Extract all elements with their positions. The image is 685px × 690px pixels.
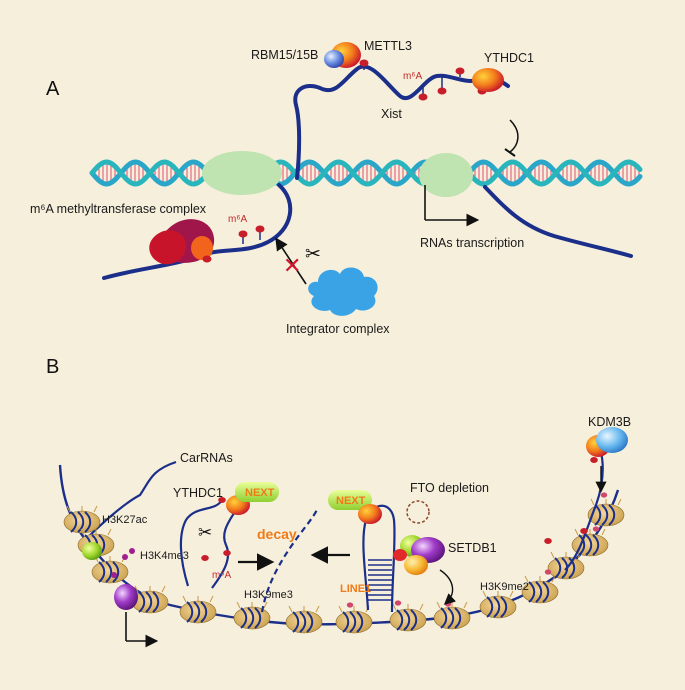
histone-mark [444,601,452,607]
transcription-protein [114,584,138,610]
m6a-marks-xist [359,59,487,101]
kdm3b-label: KDM3B [588,415,631,429]
nucleosome [571,528,609,557]
integrator-label: Integrator complex [286,322,390,336]
scissors-icon: ✂ [305,243,321,265]
mettl3-label: METTL3 [364,39,412,53]
setdb1-complex [393,535,445,575]
m6a-marks-left [202,225,265,263]
polymerase-right [419,153,473,197]
panel-b-label: B [46,356,59,378]
dna-helix [89,159,643,187]
line1-label: LINE1 [340,583,371,595]
h3k9me2-label: H3K9me2 [480,581,529,593]
m6a-label-top: m⁶A [403,71,422,82]
carrna-strand [79,460,177,546]
nucleosome-group [63,492,625,634]
block-cross-icon: ✕ [283,254,301,279]
nucleosome [433,601,471,630]
next-box-left [235,482,279,502]
nucleosome [179,595,217,624]
kdm3b-protein-blue [596,427,628,453]
next-protein-mid [358,504,382,524]
next-label-left: NEXT [245,487,275,499]
decay-label: decay [257,526,297,542]
m6a-label-b: m⁶A [212,570,231,581]
inhibition-arrow [509,119,519,153]
histone-mark [600,492,608,498]
h3k27ac-label: H3K27ac [102,514,148,526]
carrnas-label: CarRNAs [180,451,233,465]
nucleosome [91,555,129,584]
integrator-cloud [308,267,378,316]
nucleosome [233,601,271,630]
nucleosome [389,603,427,632]
ythdc1-label-b: YTHDC1 [173,486,223,500]
ythdc1-label-a: YTHDC1 [484,51,534,65]
setdb1-label: SETDB1 [448,541,497,555]
rnas-transcription-label: RNAs transcription [420,236,524,250]
histone-mark [592,526,600,532]
rbm15-label: RBM15/15B [251,48,318,62]
nascent-rna-right [483,185,633,258]
nucleosome [131,585,169,614]
ythdc1-protein-a [472,68,504,92]
nucleosome [547,551,585,580]
h3k27ac-reader-protein [82,542,102,560]
h3k4me3-marks [111,548,135,578]
histone-mark [394,600,402,606]
carrna-ythdc1-strand [179,499,223,587]
next-box-mid [328,490,372,510]
transcription-arrow [424,185,480,227]
nucleosome [521,575,559,604]
next-label-mid: NEXT [336,495,366,507]
rbm15-mettl3-complex [324,42,361,68]
fto-depletion-label: FTO depletion [410,481,489,495]
carrna-ythdc1-strand-2 [211,509,237,589]
histone-mark [346,602,354,608]
nucleosome [63,505,101,534]
h3k4me3-label: H3K4me3 [140,550,189,562]
m6a-marks-right [544,457,598,544]
nascent-rna-left [102,183,293,280]
panel-a-label: A [46,78,60,100]
xist-label: Xist [381,107,402,121]
nucleosome [587,498,625,527]
m6a-label-left: m⁶A [228,214,247,225]
methyltransferase-label: m⁶A methyltransferase complex [30,202,207,216]
m6a-marks-b [201,497,231,561]
methyltransferase-complex [149,219,215,265]
nucleosome [479,590,517,619]
setdb1-arrow [439,569,456,605]
degraded-rna-dashed [260,507,319,613]
fto-depletion-icon [406,500,430,524]
line1-stem-rungs [368,559,392,601]
h3k9me3-label: H3K9me3 [244,589,293,601]
histone-mark [544,569,552,575]
polymerase-left [202,151,282,195]
line1-hairpin [362,504,396,613]
scissors-icon-b: ✂ [198,523,212,543]
integrator-arrow [275,237,307,285]
tss-arrow [125,612,159,648]
nucleosome [335,605,373,634]
nucleosome [285,605,323,634]
